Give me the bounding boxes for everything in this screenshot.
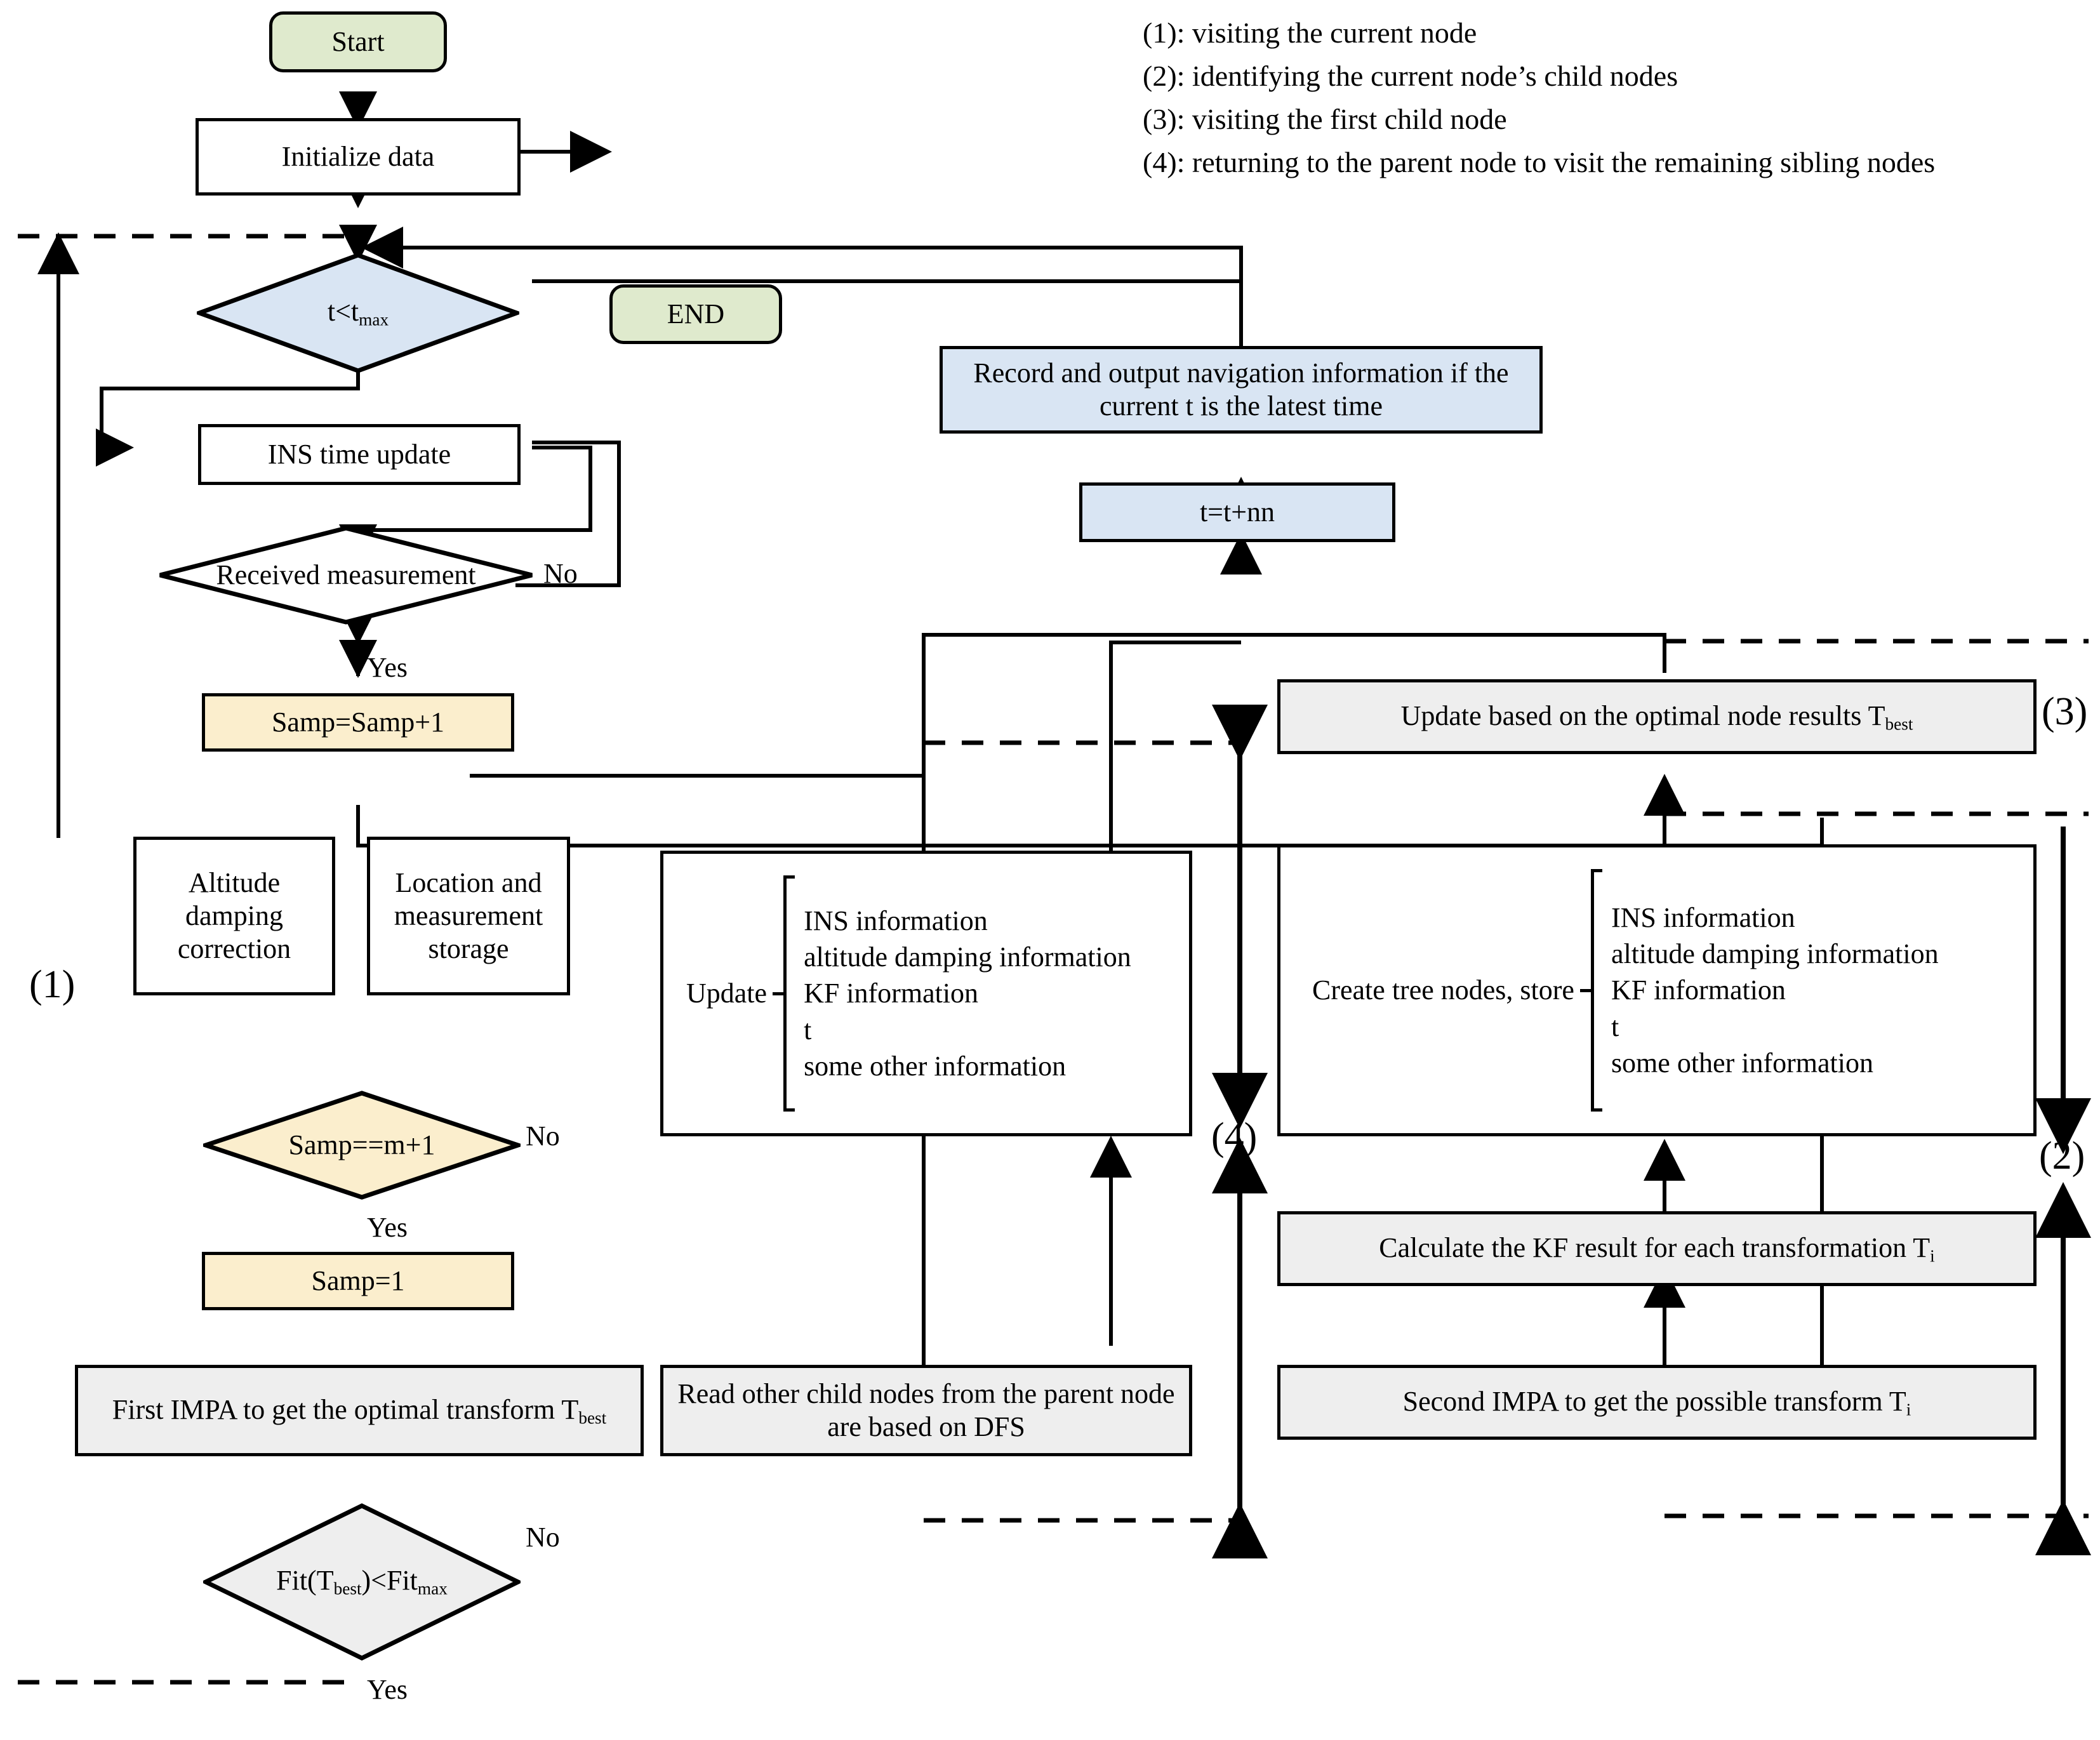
node-altitude-damping-correction[interactable]: Altitude damping correction xyxy=(133,837,335,995)
update-info-brace-list: Update INS information altitude damping … xyxy=(663,854,1189,1133)
edge-label-no-received: No xyxy=(543,558,578,589)
node-ins-time-update-label: INS time update xyxy=(267,439,451,470)
tlt-text: t<t xyxy=(327,296,359,328)
update-info-items: INS information altitude damping informa… xyxy=(795,903,1131,1084)
update-info-item: altitude damping information xyxy=(804,941,1131,973)
node-second-impa-label: Second IMPA to get the possible transfor… xyxy=(1403,1385,1911,1420)
node-update-optimal-results-label: Update based on the optimal node results… xyxy=(1401,700,1913,734)
calc-kf-sub: i xyxy=(1930,1246,1935,1266)
decision-samp-eq-m-plus-1[interactable]: Samp==m+1 xyxy=(203,1091,521,1200)
node-first-impa-label: First IMPA to get the optimal transform … xyxy=(112,1393,606,1428)
update-info-item: t xyxy=(804,1014,812,1046)
node-t-plus-nn[interactable]: t=t+nn xyxy=(1079,482,1395,542)
update-info-item: KF information xyxy=(804,978,979,1009)
decision-fit-check-label: Fit(Tbest)<Fitmax xyxy=(203,1503,521,1661)
create-tree-items: INS information altitude damping informa… xyxy=(1602,900,1939,1081)
create-tree-item: t xyxy=(1611,1011,1619,1042)
create-tree-brace xyxy=(1579,869,1602,1112)
edge-label-yes-samp: Yes xyxy=(367,1212,408,1243)
legend-line-1: (1): visiting the current node xyxy=(1143,17,1477,49)
edge-label-no-fit: No xyxy=(526,1522,560,1553)
node-calculate-kf-result[interactable]: Calculate the KF result for each transfo… xyxy=(1277,1211,2037,1286)
node-update-optimal-results[interactable]: Update based on the optimal node results… xyxy=(1277,679,2037,754)
fit-text-b: )<Fit xyxy=(361,1565,418,1597)
node-samp-increment-label: Samp=Samp+1 xyxy=(271,707,445,738)
node-start[interactable]: Start xyxy=(269,11,447,72)
node-end-label: END xyxy=(667,298,725,330)
node-altitude-damping-correction-label: Altitude damping correction xyxy=(177,867,291,964)
node-calculate-kf-result-label: Calculate the KF result for each transfo… xyxy=(1379,1232,1934,1266)
phase-label-3: (3) xyxy=(2042,690,2088,733)
node-samp-reset-label: Samp=1 xyxy=(311,1265,405,1297)
create-tree-item: some other information xyxy=(1611,1047,1873,1079)
create-tree-brace-list: Create tree nodes, store INS information… xyxy=(1280,847,2033,1133)
first-impa-text: First IMPA to get the optimal transform … xyxy=(112,1393,579,1425)
second-impa-sub: i xyxy=(1906,1400,1911,1419)
update-info-head: Update xyxy=(686,978,768,1009)
decision-t-lt-tmax-shape xyxy=(197,253,519,373)
node-read-child-nodes-label: Read other child nodes from the parent n… xyxy=(677,1378,1175,1442)
node-record-output-navigation[interactable]: Record and output navigation information… xyxy=(940,346,1543,434)
first-impa-sub: best xyxy=(578,1408,607,1428)
calc-kf-text: Calculate the KF result for each transfo… xyxy=(1379,1232,1931,1263)
node-t-plus-nn-label: t=t+nn xyxy=(1199,496,1275,528)
update-info-brace xyxy=(773,875,795,1112)
phase-label-2: (2) xyxy=(2039,1134,2085,1178)
node-second-impa[interactable]: Second IMPA to get the possible transfor… xyxy=(1277,1365,2037,1440)
node-record-output-navigation-label: Record and output navigation information… xyxy=(973,357,1509,422)
upd-opt-sub: best xyxy=(1885,714,1913,734)
update-info-item: some other information xyxy=(804,1050,1067,1082)
upd-opt-text: Update based on the optimal node results… xyxy=(1400,700,1885,731)
second-impa-text: Second IMPA to get the possible transfor… xyxy=(1402,1385,1906,1417)
decision-t-lt-tmax[interactable]: t<tmax xyxy=(197,253,519,373)
decision-received-measurement[interactable]: Received measurement xyxy=(157,526,535,625)
decision-fit-check[interactable]: Fit(Tbest)<Fitmax xyxy=(203,1503,521,1661)
node-samp-reset[interactable]: Samp=1 xyxy=(202,1252,514,1310)
edge-label-yes-fit: Yes xyxy=(367,1674,408,1705)
decision-received-measurement-label: Received measurement xyxy=(216,559,476,590)
fit-sub-a: best xyxy=(333,1579,362,1598)
decision-samp-eq-label: Samp==m+1 xyxy=(288,1129,435,1160)
decision-samp-eq-shape xyxy=(203,1091,521,1200)
phase-label-4: (4) xyxy=(1211,1115,1258,1159)
decision-received-measurement-shape xyxy=(159,526,533,625)
edge-label-no-samp: No xyxy=(526,1120,560,1152)
legend-line-3: (3): visiting the first child node xyxy=(1143,103,1507,135)
edge-label-yes-received: Yes xyxy=(367,652,408,683)
node-location-measurement-storage[interactable]: Location and measurement storage xyxy=(367,837,570,995)
node-start-label: Start xyxy=(331,26,385,58)
create-tree-item: altitude damping information xyxy=(1611,938,1939,970)
node-update-info[interactable]: Update INS information altitude damping … xyxy=(660,851,1192,1136)
legend-line-2: (2): identifying the current node’s chil… xyxy=(1143,60,1678,92)
create-tree-item: INS information xyxy=(1611,902,1795,934)
node-ins-time-update[interactable]: INS time update xyxy=(198,424,521,485)
node-end[interactable]: END xyxy=(609,284,782,344)
tlt-sub: max xyxy=(359,310,389,329)
phase-label-1: (1) xyxy=(29,963,76,1006)
create-tree-item: KF information xyxy=(1611,974,1786,1006)
decision-fit-check-shape xyxy=(203,1503,521,1661)
node-first-impa[interactable]: First IMPA to get the optimal transform … xyxy=(75,1365,644,1456)
fit-text-a: Fit(T xyxy=(276,1565,334,1597)
node-create-tree-nodes[interactable]: Create tree nodes, store INS information… xyxy=(1277,844,2037,1136)
node-read-child-nodes[interactable]: Read other child nodes from the parent n… xyxy=(660,1365,1192,1456)
node-initialize-data[interactable]: Initialize data xyxy=(196,118,521,196)
decision-t-lt-tmax-label: t<tmax xyxy=(197,253,519,373)
node-initialize-data-label: Initialize data xyxy=(281,141,435,173)
legend-line-4: (4): returning to the parent node to vis… xyxy=(1143,146,1936,178)
node-location-measurement-storage-label: Location and measurement storage xyxy=(394,867,543,964)
update-info-item: INS information xyxy=(804,905,988,937)
node-samp-increment[interactable]: Samp=Samp+1 xyxy=(202,693,514,752)
create-tree-head: Create tree nodes, store xyxy=(1312,974,1574,1006)
fit-sub-b: max xyxy=(417,1579,448,1598)
